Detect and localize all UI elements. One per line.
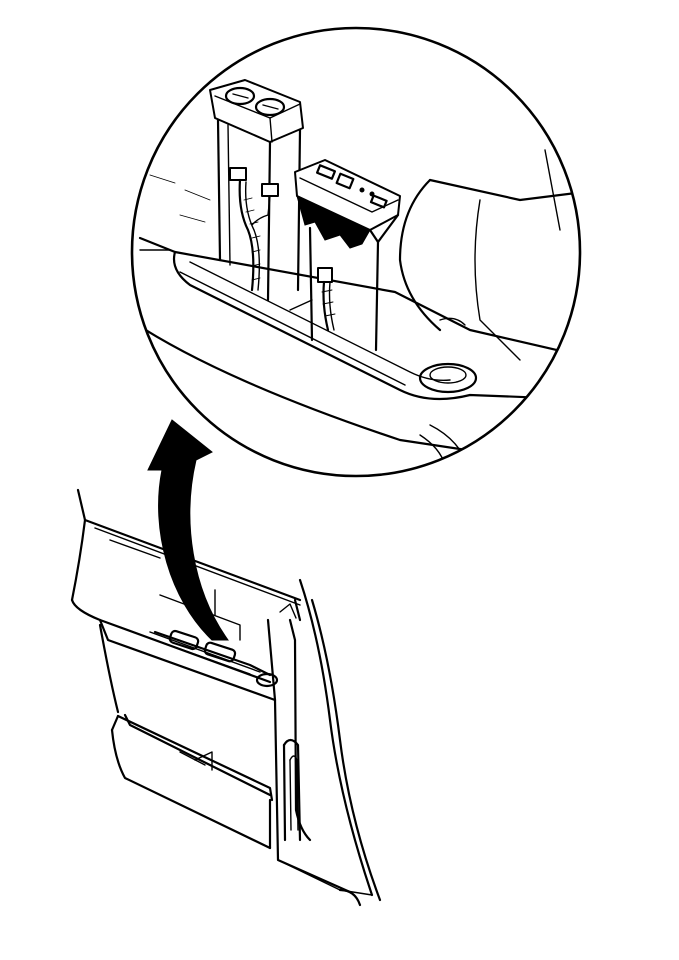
right-switch-module (289, 159, 401, 352)
detail-view (130, 26, 582, 478)
detail-view-contents (132, 79, 580, 472)
left-switch-module (209, 79, 304, 302)
curved-arrow-icon (147, 419, 229, 641)
door-panel (70, 488, 382, 907)
